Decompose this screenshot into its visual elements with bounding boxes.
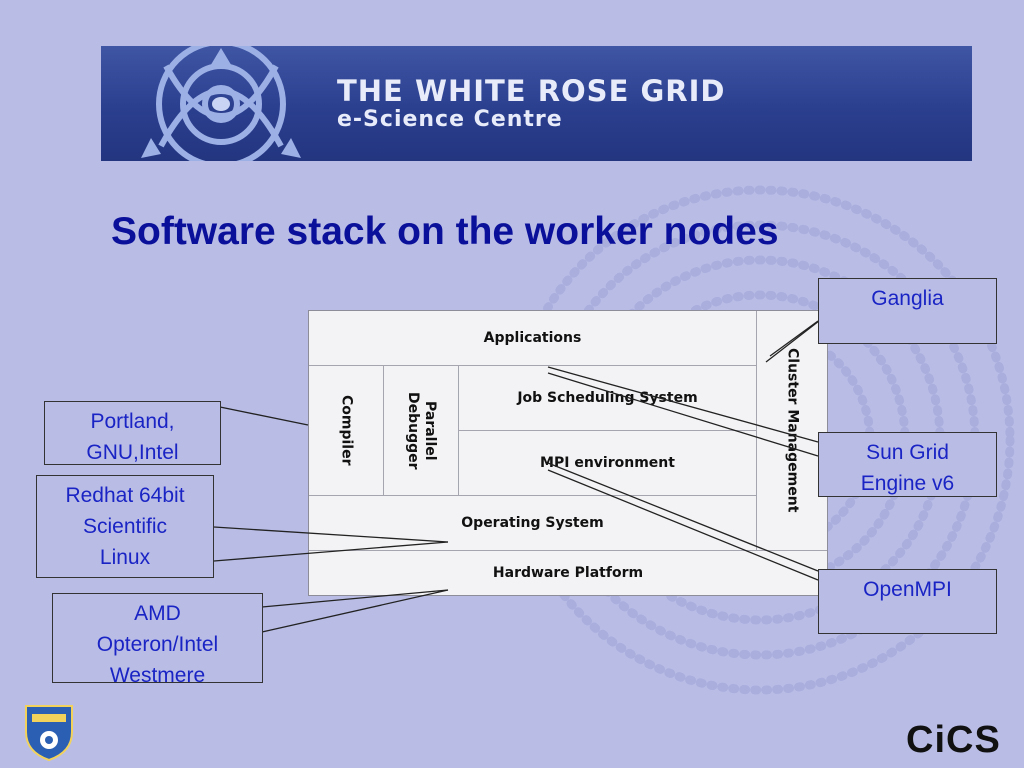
header-banner: THE WHITE ROSE GRID e-Science Centre bbox=[101, 46, 972, 161]
job-scheduling-layer: Job Scheduling System bbox=[459, 366, 757, 431]
redhat-scientific-linux-callout: Redhat 64bit Scientific Linux bbox=[36, 475, 214, 578]
software-stack-diagram: Applications Compiler Parallel Debugger … bbox=[308, 310, 828, 596]
portland-gnu-intel-callout: Portland, GNU,Intel bbox=[44, 401, 221, 465]
slide-title: Software stack on the worker nodes bbox=[111, 210, 779, 253]
parallel-debugger-label: Parallel Debugger bbox=[405, 391, 438, 470]
hardware-platform-label: Hardware Platform bbox=[492, 565, 644, 581]
compiler-layer: Compiler bbox=[309, 366, 384, 496]
mpi-environment-layer: MPI environment bbox=[459, 431, 757, 496]
applications-layer: Applications bbox=[309, 311, 757, 366]
openmpi-label: OpenMPI bbox=[863, 578, 952, 601]
cics-logo: CiCS bbox=[906, 719, 1001, 761]
applications-label: Applications bbox=[483, 330, 582, 346]
university-crest-icon bbox=[25, 705, 73, 762]
banner-subtitle: e-Science Centre bbox=[337, 107, 563, 132]
mpi-environment-label: MPI environment bbox=[540, 455, 675, 471]
banner-title: THE WHITE ROSE GRID bbox=[337, 74, 726, 108]
ganglia-callout: Ganglia bbox=[818, 278, 997, 344]
parallel-debugger-layer: Parallel Debugger bbox=[384, 366, 459, 496]
sun-grid-engine-callout: Sun Grid Engine v6 bbox=[818, 432, 997, 497]
operating-system-layer: Operating System bbox=[309, 496, 757, 551]
cluster-management-layer: Cluster Management bbox=[757, 311, 827, 551]
white-rose-logo-icon bbox=[141, 46, 301, 161]
portland-gnu-intel-label: Portland, GNU,Intel bbox=[86, 410, 179, 464]
compiler-label: Compiler bbox=[338, 395, 355, 466]
amd-opteron-intel-westmere-label: AMD Opteron/Intel Westmere bbox=[96, 602, 219, 687]
cluster-management-label: Cluster Management bbox=[784, 348, 801, 513]
redhat-scientific-linux-label: Redhat 64bit Scientific Linux bbox=[65, 484, 185, 569]
openmpi-callout: OpenMPI bbox=[818, 569, 997, 634]
amd-opteron-intel-westmere-callout: AMD Opteron/Intel Westmere bbox=[52, 593, 263, 687]
hardware-platform-layer: Hardware Platform bbox=[309, 551, 827, 595]
sun-grid-engine-label: Sun Grid Engine v6 bbox=[860, 441, 955, 495]
operating-system-label: Operating System bbox=[461, 515, 604, 531]
job-scheduling-label: Job Scheduling System bbox=[517, 390, 698, 406]
ganglia-label: Ganglia bbox=[871, 287, 944, 310]
